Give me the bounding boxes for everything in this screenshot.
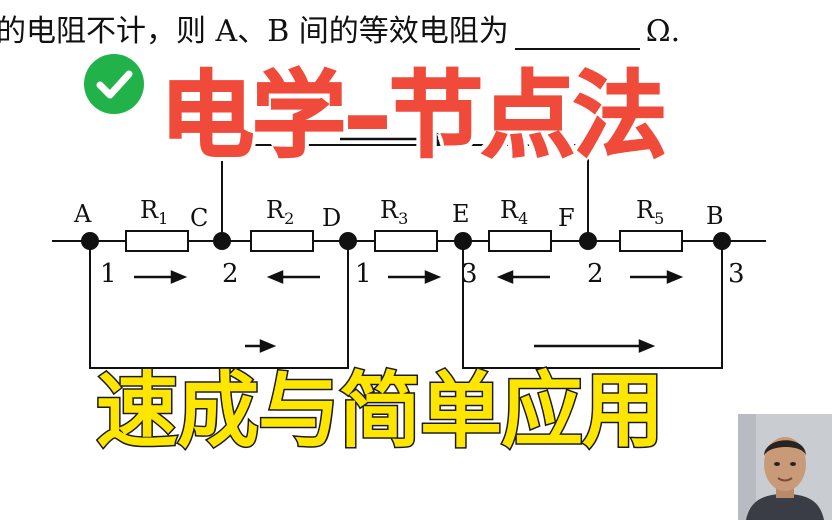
question-unit: Ω. xyxy=(645,14,681,49)
resistor-r3-label: R3 xyxy=(380,196,408,228)
question-text: 的电阻不计，则 A、B 间的等效电阻为 Ω. xyxy=(0,6,680,50)
arrow-right-3 xyxy=(424,270,442,284)
node-a-dot xyxy=(81,232,99,250)
node-a-label: A xyxy=(73,200,92,228)
node-d-dot xyxy=(339,232,357,250)
resistor-r4-label: R4 xyxy=(500,196,528,228)
resistor-r2 xyxy=(250,230,314,252)
arrow-left-2 xyxy=(266,270,284,284)
arrow-bottom-left xyxy=(259,339,277,353)
arrow-right-5 xyxy=(666,270,684,284)
wire-a-d-loop xyxy=(89,241,349,369)
node-d-label: D xyxy=(322,204,341,232)
node-c-label: C xyxy=(190,204,208,232)
resistor-r3 xyxy=(374,230,438,252)
answer-blank xyxy=(514,22,640,50)
resistor-r5 xyxy=(619,230,683,252)
arrow-bottom-right xyxy=(638,339,656,353)
node-f-dot xyxy=(579,232,597,250)
resistor-r2-label: R2 xyxy=(266,196,294,228)
node-f-potential: 2 xyxy=(587,259,604,289)
node-f-label: F xyxy=(558,204,575,232)
video-title: 电学–节点法 xyxy=(159,61,668,172)
node-c-dot xyxy=(213,232,231,250)
check-circle-icon xyxy=(84,54,144,114)
node-b-potential: 3 xyxy=(728,259,745,289)
presenter-avatar xyxy=(738,414,832,520)
node-b-dot xyxy=(713,232,731,250)
question-prefix: 的电阻不计，则 A、B 间的等效电阻为 xyxy=(0,14,509,49)
node-d-potential: 1 xyxy=(355,259,372,289)
resistor-r5-label: R5 xyxy=(636,196,664,228)
node-e-dot xyxy=(454,232,472,250)
video-subtitle: 速成与简单应用 xyxy=(94,363,665,461)
arrow-right-1 xyxy=(170,270,188,284)
node-b-label: B xyxy=(706,202,724,230)
wire-e-b-loop xyxy=(462,241,723,369)
node-a-potential: 1 xyxy=(100,259,117,289)
resistor-r4 xyxy=(488,230,552,252)
resistor-r1-label: R1 xyxy=(140,196,168,228)
node-e-potential: 3 xyxy=(461,259,478,289)
arrow-left-4 xyxy=(496,270,514,284)
resistor-r1 xyxy=(125,230,189,252)
arrow-top xyxy=(434,132,452,146)
node-e-label: E xyxy=(452,200,470,228)
node-c-potential: 2 xyxy=(222,259,239,289)
